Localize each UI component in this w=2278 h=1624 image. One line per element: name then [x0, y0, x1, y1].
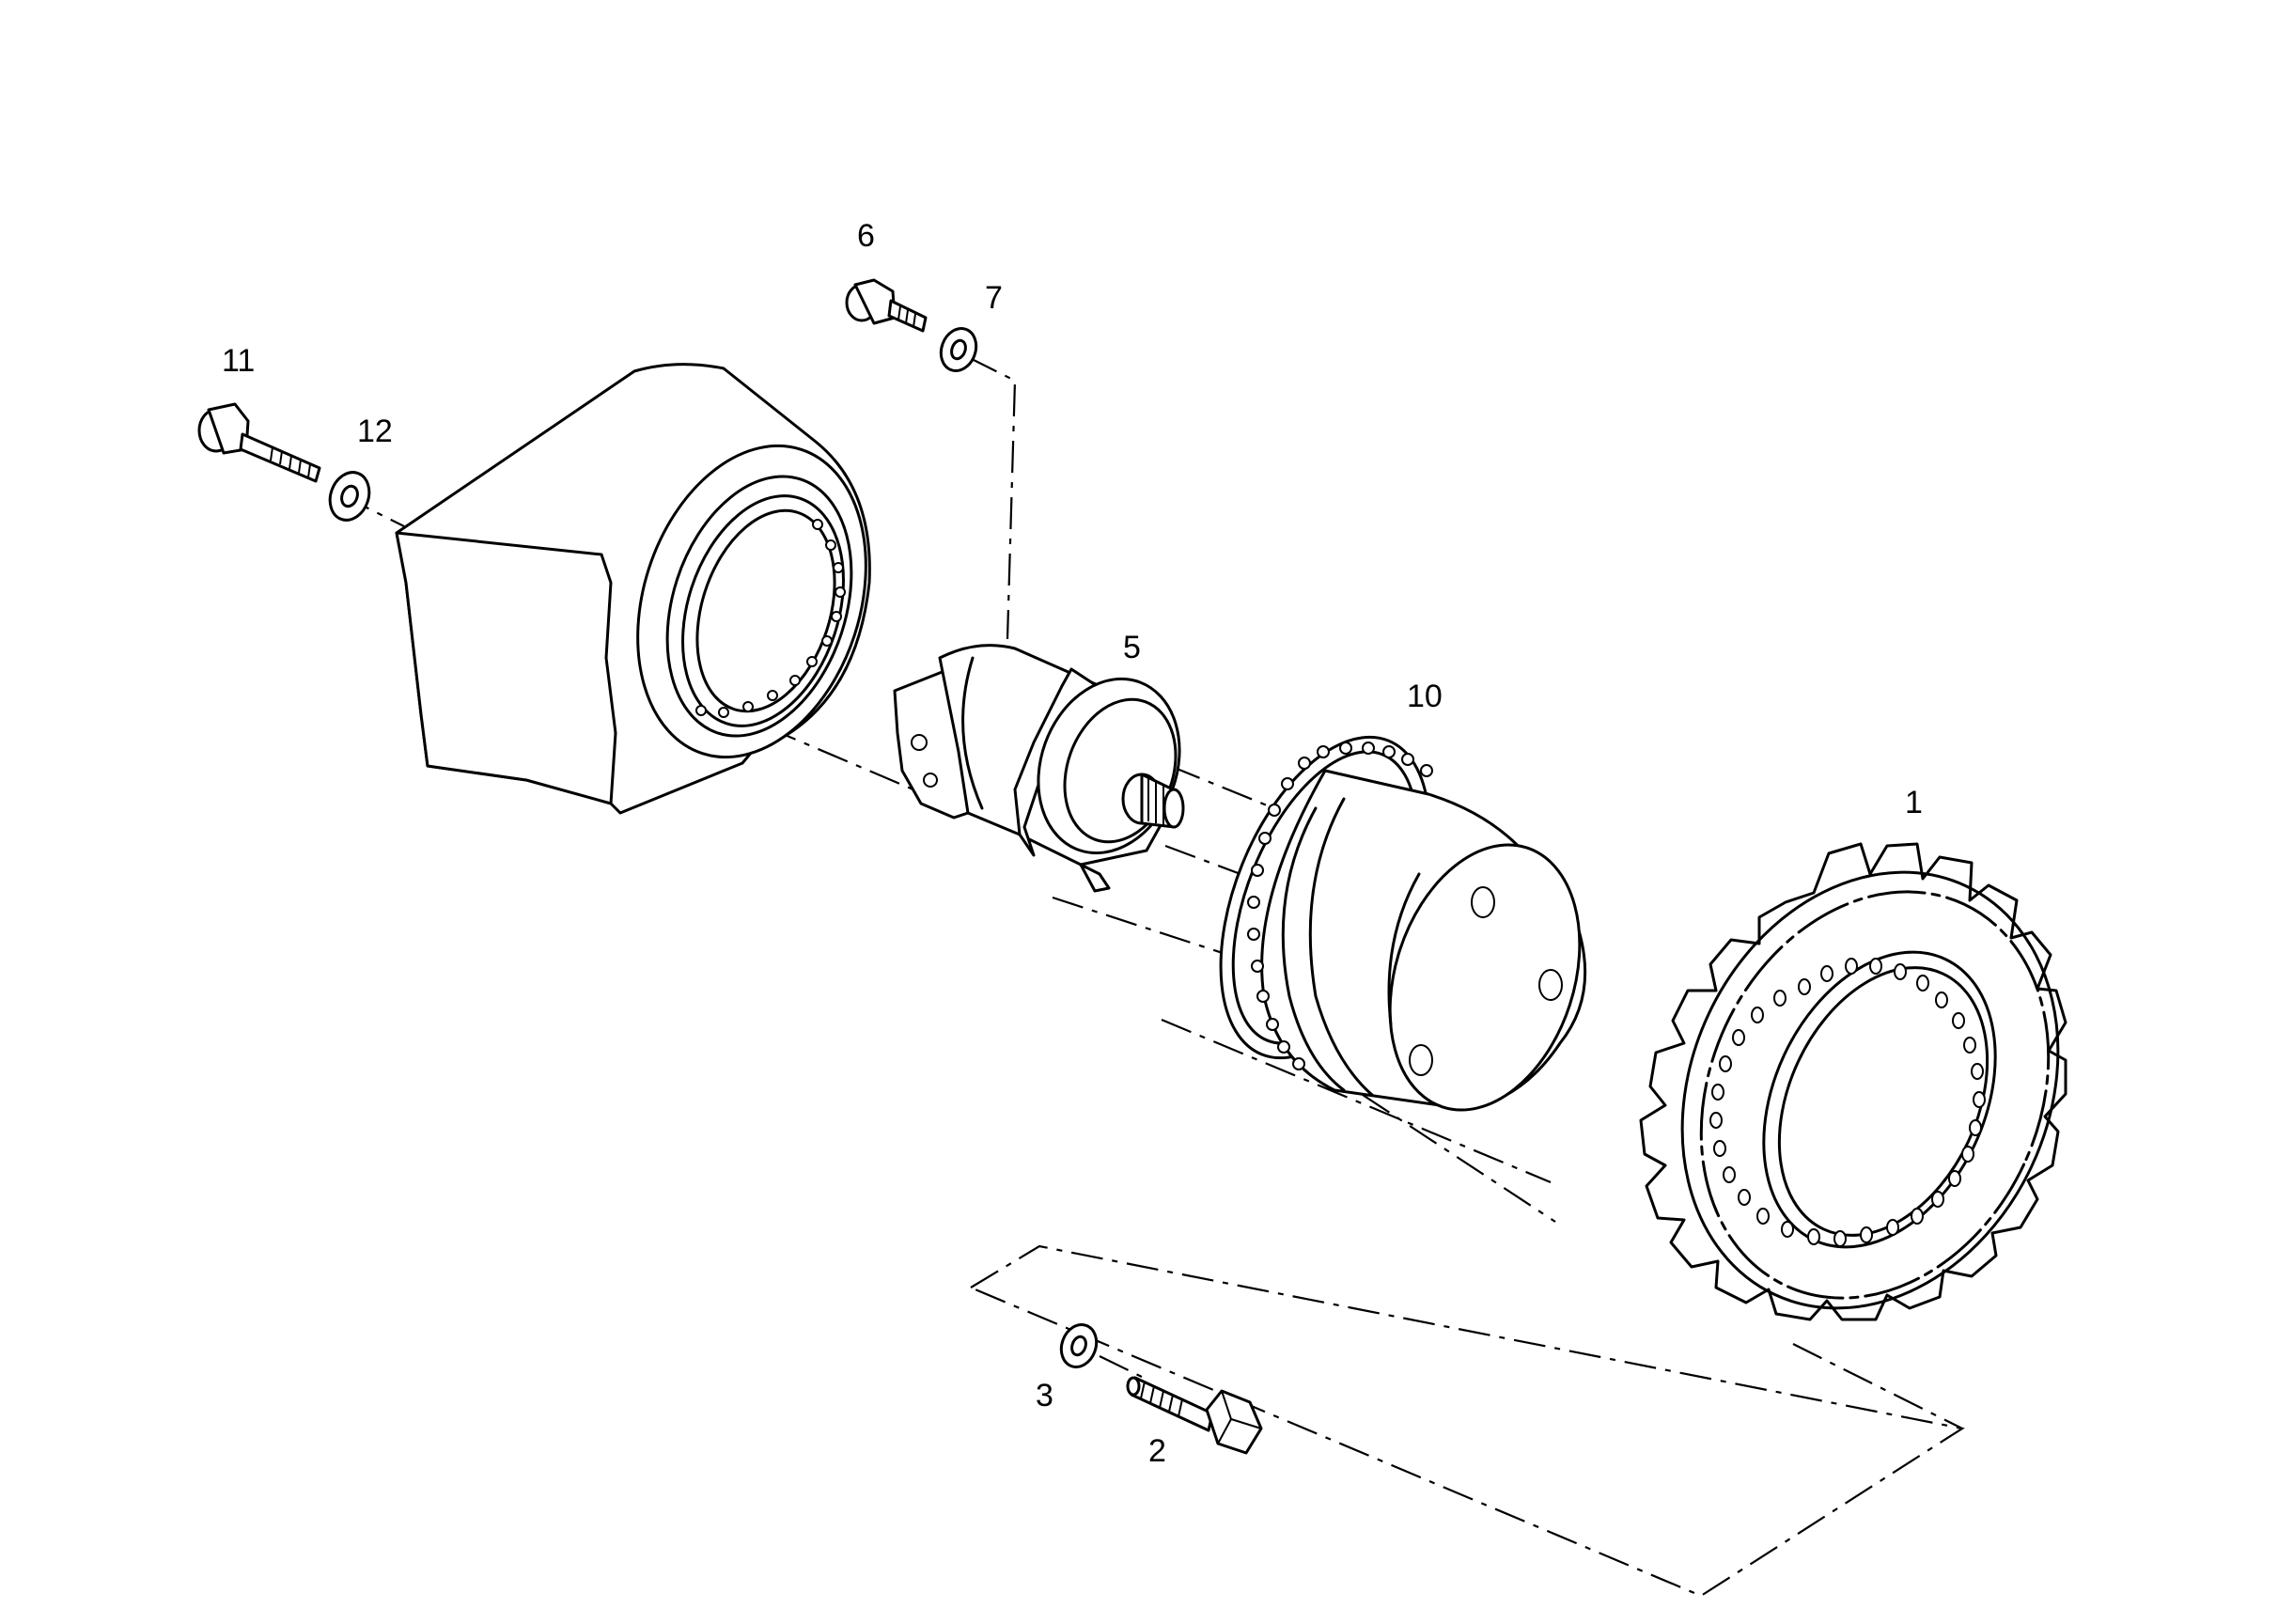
cap-screw-6 [845, 278, 928, 333]
callout-labels: 1 2 3 5 6 7 10 11 12 [222, 218, 1923, 1469]
washer-12 [328, 471, 371, 522]
washer-3 [1059, 1323, 1099, 1368]
callout-5: 5 [1123, 630, 1141, 665]
frame-bore-holes [695, 519, 846, 718]
hydraulic-motor-5 [893, 644, 1185, 893]
gearbox-hub-10 [1219, 735, 1587, 1112]
callout-7: 7 [985, 280, 1003, 316]
callout-11: 11 [222, 343, 255, 379]
callout-2: 2 [1148, 1433, 1166, 1469]
washer-7 [939, 327, 978, 372]
frame-housing [395, 363, 871, 815]
callout-3: 3 [1036, 1378, 1053, 1413]
hub-flange-holes [1247, 742, 1433, 1070]
sprocket-bolt-holes [1709, 958, 1986, 1247]
callout-12: 12 [357, 414, 393, 449]
hex-bolt-2 [1126, 1376, 1263, 1455]
bolt-11 [197, 402, 321, 483]
callout-6: 6 [857, 218, 875, 254]
assembly-axis-lines [339, 356, 1965, 1598]
callout-1: 1 [1905, 785, 1923, 820]
callout-10: 10 [1407, 679, 1443, 714]
drive-sprocket-1 [1639, 842, 2067, 1321]
